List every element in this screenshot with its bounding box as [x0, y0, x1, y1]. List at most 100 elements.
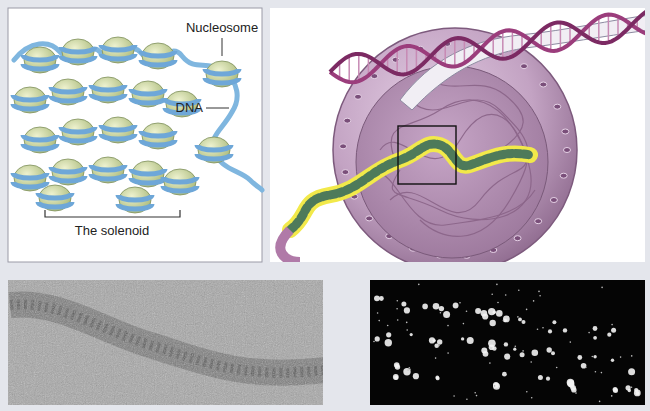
- dna-wrap: [23, 135, 57, 140]
- speck: [453, 395, 455, 397]
- dna-wrap: [13, 182, 47, 187]
- speck: [538, 291, 540, 293]
- dna-wrap: [51, 87, 85, 92]
- nuclear-pore: [340, 144, 347, 149]
- dna-wrap: [131, 178, 165, 183]
- speck: [515, 345, 517, 347]
- nucleosome-dot: [461, 337, 464, 340]
- part-label: The solenoid: [75, 223, 149, 239]
- dna-wrap: [51, 176, 85, 181]
- nucleosome-dot: [518, 318, 522, 322]
- nucleosome: [205, 61, 239, 87]
- base-pair: [396, 49, 398, 73]
- nucleosome-dot: [401, 302, 406, 307]
- dna-wrap: [23, 64, 57, 69]
- nucleosome-dot: [453, 303, 459, 309]
- nucleosome: [91, 157, 125, 183]
- dna-wrap: [118, 195, 152, 200]
- micrograph: [8, 280, 323, 405]
- nucleosome-dot: [569, 382, 575, 388]
- base-pair: [454, 39, 456, 67]
- nucleosome-dot: [571, 387, 576, 392]
- nuclear-pore: [514, 236, 521, 241]
- dna-wrap: [61, 47, 95, 52]
- base-pair: [464, 39, 466, 63]
- nuclear-pore: [521, 64, 528, 69]
- dna-wrap: [163, 186, 197, 191]
- dna-wrap: [101, 134, 135, 139]
- speck: [505, 294, 507, 296]
- nucleosome-dot: [375, 336, 380, 341]
- histone-core: [102, 37, 134, 63]
- nucleosome-dot: [520, 352, 525, 357]
- speck: [377, 312, 379, 314]
- speck: [435, 357, 437, 359]
- histone-core: [142, 43, 174, 69]
- nucleosome-dot: [502, 372, 507, 377]
- nucleosome-dot: [563, 328, 567, 332]
- nucleosome-dot: [504, 354, 510, 360]
- nucleosome-dot: [636, 391, 640, 395]
- dna-wrap: [91, 94, 125, 99]
- speck: [407, 369, 409, 371]
- base-pair: [444, 43, 446, 65]
- nucleosome-dot: [413, 373, 419, 379]
- histone-core: [198, 137, 230, 163]
- nucleosome-dot: [490, 320, 496, 326]
- nucleosome: [51, 159, 85, 185]
- histone-core: [119, 187, 151, 213]
- speck: [556, 367, 558, 369]
- speck: [418, 284, 420, 286]
- nucleosome-dot: [439, 306, 444, 311]
- panel: [8, 8, 262, 262]
- nucleosome-dot: [548, 329, 552, 333]
- nucleosome-dot: [504, 342, 508, 346]
- speck: [631, 355, 633, 357]
- nucleosome-dot: [593, 326, 598, 331]
- histone-core: [164, 169, 196, 195]
- speck: [631, 386, 633, 388]
- cell-nucleus: [280, 9, 645, 262]
- base-pair: [416, 48, 418, 70]
- histone-core: [92, 157, 124, 183]
- nucleosome-dot: [522, 320, 526, 324]
- histone-core: [24, 127, 56, 153]
- dna-wrap: [91, 165, 125, 170]
- nucleosome-dot: [393, 374, 399, 380]
- speck: [599, 401, 601, 403]
- nucleosome: [131, 161, 165, 187]
- speck: [611, 395, 613, 397]
- nucleosome: [13, 87, 47, 113]
- helix-strand: [330, 9, 645, 74]
- speck: [539, 295, 541, 297]
- nucleosome-dot: [493, 383, 500, 390]
- histone-core: [102, 117, 134, 143]
- speck: [474, 392, 476, 394]
- nucleosome-dot: [611, 359, 614, 362]
- nucleosome-dot: [488, 308, 495, 315]
- nucleosome-dot: [404, 307, 410, 313]
- nucleosome: [101, 117, 135, 143]
- speck: [373, 341, 375, 343]
- speck: [526, 391, 528, 393]
- nucleosome-dot: [634, 390, 641, 397]
- nucleosome-dot: [567, 380, 574, 387]
- nuclear-pore: [564, 148, 571, 153]
- dna-wrap: [205, 69, 239, 74]
- nucleosome: [118, 187, 152, 213]
- bracket: [45, 210, 180, 217]
- dna-wrap: [131, 89, 165, 94]
- speck: [406, 322, 408, 324]
- speck: [517, 316, 519, 318]
- speck: [531, 397, 533, 399]
- speck: [387, 325, 389, 327]
- nuclear-pore: [342, 170, 349, 175]
- nucleosome-dot: [503, 316, 510, 323]
- nucleosome-dot: [546, 377, 550, 381]
- nucleosome-dot: [577, 355, 582, 360]
- solenoid: [13, 37, 239, 213]
- speck: [611, 324, 613, 326]
- nucleosome: [23, 127, 57, 153]
- histone-core: [206, 61, 238, 87]
